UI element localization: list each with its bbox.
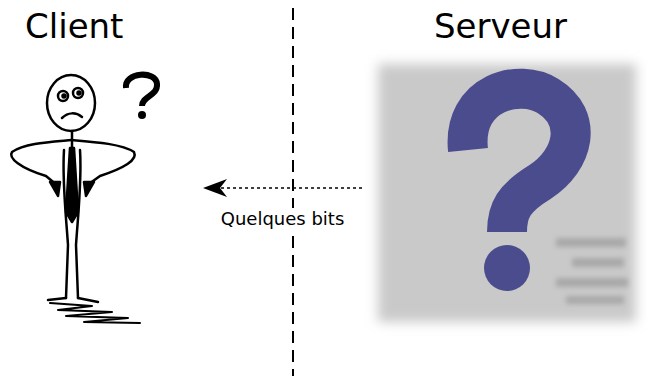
data-arrow xyxy=(221,188,362,189)
dotted-line xyxy=(221,187,362,189)
question-mark-small xyxy=(126,75,157,119)
blurred-text xyxy=(556,238,628,304)
node-heading: Serveur xyxy=(434,6,567,46)
question-mark-symbol xyxy=(468,89,571,291)
edge-label: Quelques bits xyxy=(219,208,347,230)
client-figure: Client xyxy=(5,6,203,336)
stick-figure xyxy=(11,75,140,323)
separator-line xyxy=(292,8,294,376)
server-panel xyxy=(378,64,636,322)
arrow-head xyxy=(203,179,227,197)
server-box: Serveur xyxy=(362,6,642,332)
node-heading: Client xyxy=(25,6,123,46)
